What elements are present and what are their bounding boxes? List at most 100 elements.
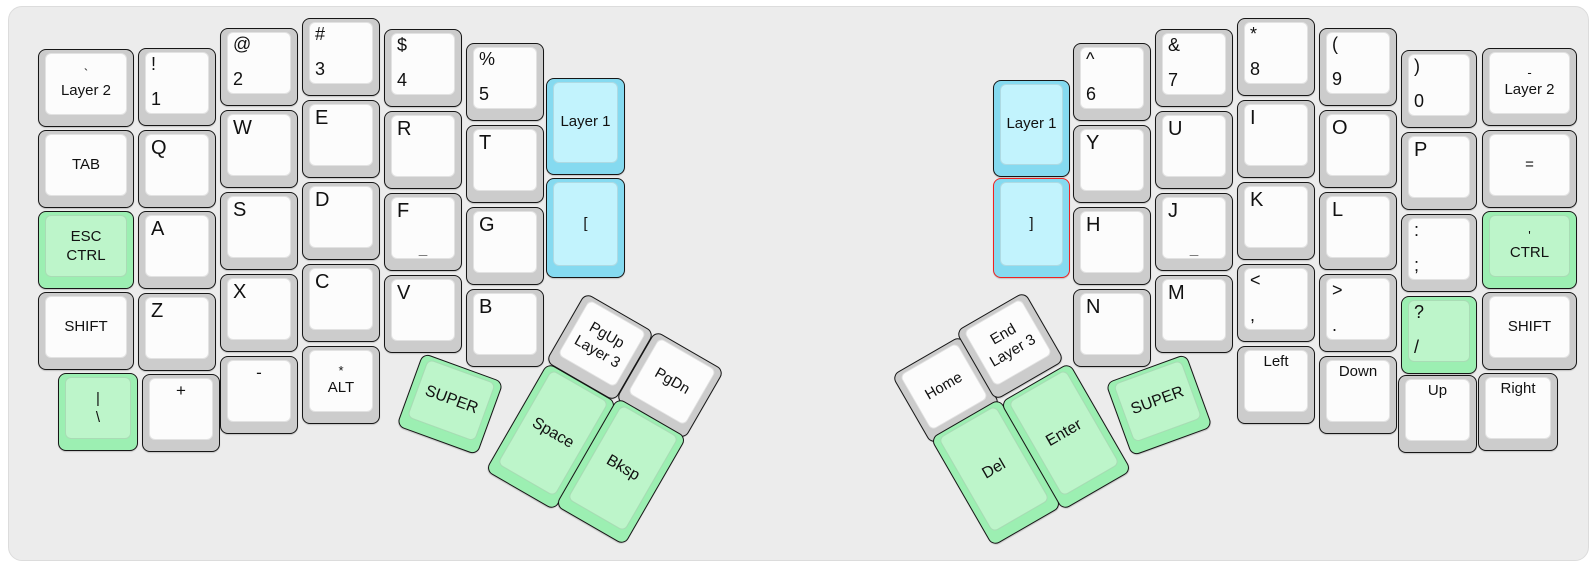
- key-g[interactable]: G: [466, 207, 544, 285]
- key-colon-semicolon[interactable]: :;: [1401, 214, 1477, 292]
- key-l[interactable]: L: [1319, 192, 1397, 270]
- key-q[interactable]: Q: [138, 130, 216, 208]
- key-exclam-1[interactable]: !1: [138, 48, 216, 126]
- key-asterisk-alt[interactable]: *ALT: [302, 346, 380, 424]
- key-shift-right[interactable]: SHIFT: [1482, 292, 1577, 370]
- keycap-top: [: [553, 182, 618, 266]
- key-left[interactable]: Left: [1237, 346, 1315, 424]
- key-v[interactable]: V: [384, 275, 462, 353]
- keycap-top: N: [1080, 293, 1144, 355]
- keycap-top: |\: [65, 377, 131, 439]
- key-y[interactable]: Y: [1073, 125, 1151, 203]
- key-w[interactable]: W: [220, 110, 298, 188]
- key-label: N: [1086, 296, 1101, 318]
- key-label: Layer 1: [560, 113, 611, 131]
- keycap-top: +: [149, 378, 213, 440]
- keycap-top: Left: [1244, 350, 1308, 412]
- key-f[interactable]: F_: [384, 193, 462, 271]
- key-k[interactable]: K: [1237, 182, 1315, 260]
- key-asterisk-8[interactable]: *8: [1237, 18, 1315, 96]
- keycap-top: D: [309, 186, 373, 248]
- key-c[interactable]: C: [302, 264, 380, 342]
- key-tab[interactable]: TAB: [38, 130, 134, 208]
- key-lbracket[interactable]: [: [546, 178, 625, 278]
- key-plus[interactable]: +: [142, 374, 220, 452]
- key-i[interactable]: I: [1237, 100, 1315, 178]
- keycap-top: L: [1326, 196, 1390, 258]
- key-d[interactable]: D: [302, 182, 380, 260]
- key-m[interactable]: M: [1155, 275, 1233, 353]
- keycap-top: G: [473, 211, 537, 273]
- key-u[interactable]: U: [1155, 111, 1233, 189]
- key-percent-5[interactable]: %5: [466, 43, 544, 121]
- key-n[interactable]: N: [1073, 289, 1151, 367]
- key-equals[interactable]: =: [1482, 130, 1577, 208]
- key-j[interactable]: J_: [1155, 193, 1233, 271]
- key-o[interactable]: O: [1319, 110, 1397, 188]
- keycap-top: Q: [145, 134, 209, 196]
- keycap-top: )0: [1408, 54, 1470, 116]
- keycap-top: H: [1080, 211, 1144, 273]
- keycap-top: Y: [1080, 129, 1144, 191]
- key-label: `: [83, 66, 89, 82]
- key-p[interactable]: P: [1401, 132, 1477, 210]
- key-label: H: [1086, 214, 1101, 236]
- key-a[interactable]: A: [138, 211, 216, 289]
- key-e[interactable]: E: [302, 100, 380, 178]
- key-dollar-4[interactable]: $4: [384, 29, 462, 107]
- keycap-top: M: [1162, 279, 1226, 341]
- key-rbracket[interactable]: ]: [993, 178, 1070, 278]
- key-lparen-9[interactable]: (9: [1319, 28, 1397, 106]
- keycap-top: Down: [1326, 360, 1390, 422]
- key-grave-layer2[interactable]: `Layer 2: [38, 49, 134, 127]
- key-up[interactable]: Up: [1398, 375, 1477, 453]
- key-label: =: [1525, 155, 1534, 173]
- key-label: ALT: [327, 379, 355, 397]
- keycap-top: *ALT: [309, 350, 373, 412]
- key-caret-6[interactable]: ^6: [1073, 43, 1151, 121]
- key-label: 9: [1332, 69, 1343, 89]
- key-minus[interactable]: -: [220, 356, 298, 434]
- key-label: ]: [1029, 214, 1034, 232]
- key-amp-7[interactable]: &7: [1155, 29, 1233, 107]
- key-down[interactable]: Down: [1319, 356, 1397, 434]
- key-label: .: [1332, 315, 1338, 335]
- keycap-top: U: [1162, 115, 1226, 177]
- key-lt-comma[interactable]: <,: [1237, 264, 1315, 342]
- key-rparen-0[interactable]: )0: [1401, 50, 1477, 128]
- key-label: [: [583, 214, 588, 232]
- key-label: 5: [479, 84, 490, 104]
- key-label: TAB: [71, 155, 101, 173]
- keycap-top: =: [1489, 134, 1570, 196]
- key-minus-layer2[interactable]: -Layer 2: [1482, 48, 1577, 126]
- key-r[interactable]: R: [384, 111, 462, 189]
- key-x[interactable]: X: [220, 274, 298, 352]
- key-right[interactable]: Right: [1478, 373, 1558, 451]
- key-gt-period[interactable]: >.: [1319, 274, 1397, 352]
- key-shift-left[interactable]: SHIFT: [38, 292, 134, 370]
- keycap-top: `Layer 2: [45, 53, 127, 115]
- key-label: SHIFT: [64, 317, 108, 335]
- keycap-top: :;: [1408, 218, 1470, 280]
- key-pipe-backslash[interactable]: |\: [58, 373, 138, 451]
- key-z[interactable]: Z: [138, 293, 216, 371]
- key-label: Q: [151, 137, 167, 159]
- keycap-top: B: [473, 293, 537, 355]
- key-s[interactable]: S: [220, 192, 298, 270]
- key-b[interactable]: B: [466, 289, 544, 367]
- key-layer1-right[interactable]: Layer 1: [993, 80, 1070, 177]
- key-label: E: [315, 107, 329, 129]
- keycap-top: ^6: [1080, 47, 1144, 109]
- key-label: Left: [1263, 353, 1289, 370]
- key-label: Bksp: [603, 451, 643, 484]
- key-hash-3[interactable]: #3: [302, 18, 380, 96]
- key-quote-ctrl[interactable]: 'CTRL: [1482, 211, 1577, 289]
- key-t[interactable]: T: [466, 125, 544, 203]
- key-question-slash[interactable]: ?/: [1401, 296, 1477, 374]
- key-layer1-left[interactable]: Layer 1: [546, 78, 625, 175]
- key-h[interactable]: H: [1073, 207, 1151, 285]
- key-label: Layer 2: [1504, 81, 1555, 99]
- key-at-2[interactable]: @2: [220, 28, 298, 106]
- key-label: Home: [921, 368, 966, 404]
